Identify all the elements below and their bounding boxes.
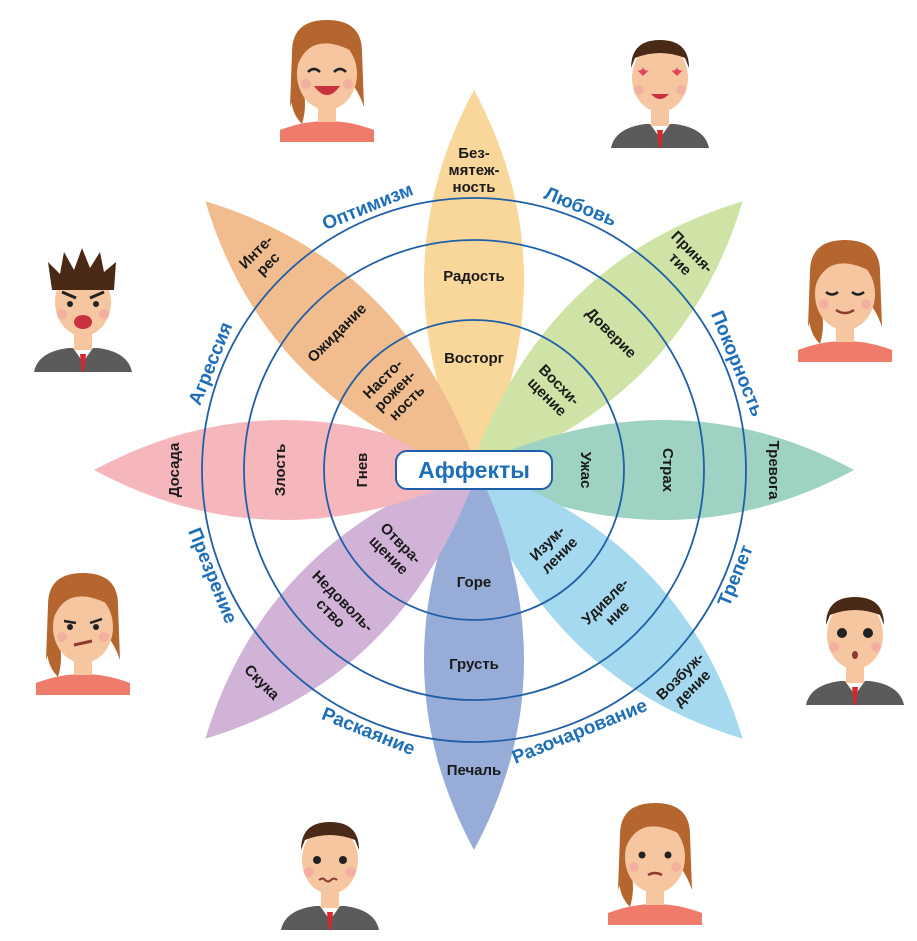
dyad-label-4: Трепет — [714, 542, 758, 609]
emotion-label-line: Восторг — [444, 350, 504, 367]
petal-red-outer — [94, 420, 482, 520]
petal-cyan — [468, 464, 743, 739]
face-man-awe — [790, 575, 917, 705]
petal-cyan-outer — [468, 464, 743, 739]
petal-red — [94, 420, 482, 520]
emotion-label-line: Злость — [272, 444, 289, 497]
petal-teal — [466, 420, 854, 520]
emotion-label-line: Горе — [457, 574, 491, 591]
center-title: Аффекты — [418, 456, 530, 483]
dyad-label-8: Агрессия — [185, 319, 237, 408]
emotion-label-line: Гнев — [354, 453, 371, 488]
emotion-label-line: Страх — [659, 448, 676, 493]
face-woman-doubt — [590, 795, 720, 925]
emotion-label-red-1: Досада — [166, 442, 183, 497]
emotion-label-teal-3: Ужас — [577, 452, 594, 489]
emotion-label-line: Ужас — [577, 452, 594, 489]
rings — [201, 197, 747, 743]
petal-purple — [205, 464, 480, 739]
petal-green — [468, 201, 743, 476]
emotion-label-line: Грусть — [449, 656, 499, 673]
emotion-label-teal-1: Тревога — [765, 441, 782, 501]
emotion-label-yellow-3: Восторг — [444, 350, 504, 367]
petal-green-outer — [468, 201, 743, 476]
outer-ring — [201, 197, 747, 743]
emotion-label-line: Радость — [443, 268, 505, 285]
petal-orange-outer — [205, 201, 480, 476]
middle-ring — [243, 239, 705, 701]
petal-blue-outer — [424, 462, 524, 850]
emotion-label-line: Тревога — [765, 441, 782, 501]
petal-teal-outer — [466, 420, 854, 520]
face-woman-contempt — [18, 565, 148, 695]
emotion-label-red-2: Злость — [272, 444, 289, 497]
emotion-label-line: Печаль — [447, 762, 502, 779]
dyad-label-5: Разочарование — [509, 695, 650, 768]
emotion-label-red-3: Гнев — [354, 453, 371, 488]
emotion-label-line: мятеж- — [449, 162, 500, 179]
emotion-label-blue-2: Грусть — [449, 656, 499, 673]
emotion-label-line: Без- — [458, 145, 490, 162]
emotion-label-blue-1: Печаль — [447, 762, 502, 779]
face-woman-calm — [780, 232, 910, 362]
petal-orange — [205, 201, 480, 476]
face-man-remorse — [265, 800, 395, 930]
emotion-label-line: ность — [453, 179, 496, 196]
petal-blue — [424, 462, 524, 850]
emotion-label-yellow-1: Без-мятеж-ность — [449, 145, 500, 196]
emotion-label-yellow-2: Радость — [443, 268, 505, 285]
petals — [94, 90, 854, 850]
inner-ring — [323, 319, 625, 621]
face-woman-happy — [262, 12, 392, 142]
emotion-label-blue-3: Горе — [457, 574, 491, 591]
dyad-label-2: Любовь — [541, 183, 619, 231]
petal-yellow — [424, 90, 524, 478]
emotion-label-line: Досада — [166, 442, 183, 497]
petal-yellow-outer — [424, 90, 524, 478]
face-man-angry — [18, 242, 148, 372]
face-man-love — [595, 18, 725, 148]
emotion-label-teal-2: Страх — [659, 448, 676, 493]
petal-purple-outer — [205, 464, 480, 739]
center-box: Аффекты — [395, 450, 553, 490]
